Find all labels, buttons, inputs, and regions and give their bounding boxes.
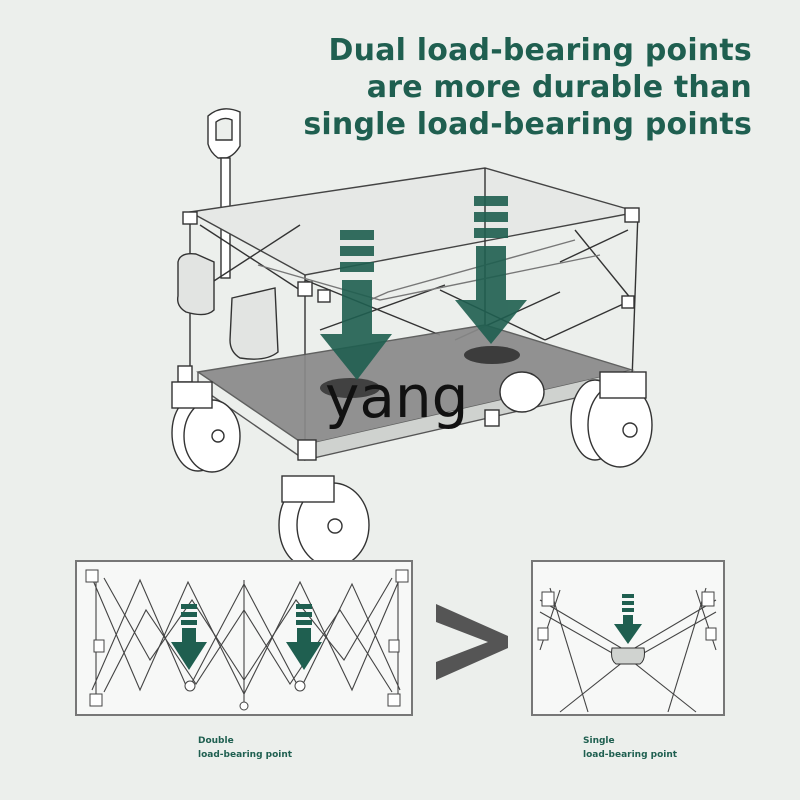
headline-line-1: Dual load-bearing points <box>328 33 752 68</box>
wagon-wheel-back-left <box>171 381 241 473</box>
wagon-wheel-back-right <box>499 371 545 413</box>
greater-than-symbol <box>436 604 508 680</box>
watermark-text: yang <box>325 363 469 431</box>
headline-line-2: are more durable than <box>366 70 752 105</box>
caption-double: Double load-bearing point <box>198 734 292 762</box>
wagon-drawing <box>171 108 653 568</box>
down-arrow-icon <box>320 230 392 380</box>
side-pocket <box>176 252 279 360</box>
caption-single-line-2: load-bearing point <box>583 750 678 760</box>
caption-single: Single load-bearing point <box>583 734 677 762</box>
headline: Dual load-bearing points are more durabl… <box>303 32 752 143</box>
wagon-wheel-front-right <box>570 371 653 468</box>
caption-double-line-2: load-bearing point <box>198 750 293 760</box>
double-load-bearing-diagram <box>75 560 413 716</box>
wagon-wheel-front-left <box>278 475 370 568</box>
down-arrow-icon <box>171 604 322 670</box>
headline-line-3: single load-bearing points <box>303 107 752 142</box>
load-point-left <box>320 378 380 398</box>
wagon-top-rim <box>187 167 639 276</box>
frame-joints <box>177 207 640 461</box>
down-arrow-icon <box>614 594 642 644</box>
down-arrow-icon <box>455 196 527 344</box>
load-point-right <box>464 346 520 364</box>
center-joint <box>611 647 645 665</box>
wagon-handle <box>207 108 241 279</box>
caption-double-line-1: Double <box>198 736 234 746</box>
single-load-bearing-diagram <box>531 560 725 716</box>
caption-single-line-1: Single <box>583 736 615 746</box>
